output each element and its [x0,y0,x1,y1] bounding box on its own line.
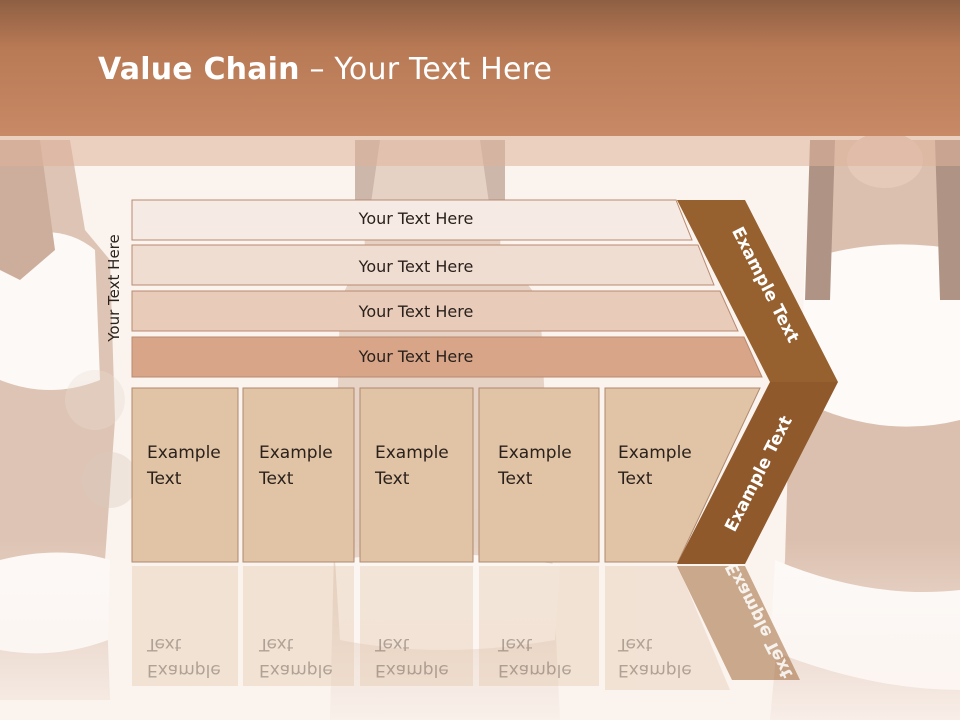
header-bar [0,0,960,136]
header-band [0,136,960,166]
text-reflection: Example Text Example Text Example Text E… [0,565,960,705]
refl-box-label-4: Example Text [498,634,572,680]
box-label-3: Example Text [375,443,449,489]
row-label-2: Your Text Here [358,257,474,276]
title-bold: Value Chain [98,52,300,87]
activity-box-1[interactable] [131,387,239,563]
activity-box-2[interactable] [242,387,355,563]
refl-chevron-label: Example Text [721,565,798,682]
box-label-2: Example Text [259,443,333,489]
row-bar-4[interactable] [131,336,763,378]
activity-box-5[interactable] [604,387,761,563]
refl-box-label-5: Example Text [618,634,692,680]
box-label-5: Example Text [618,443,692,489]
chevron-upper[interactable] [677,200,838,382]
diagram-reflection [132,566,730,690]
row-bar-3[interactable] [131,290,739,332]
row-bar-1[interactable] [131,199,693,241]
box-label-4: Example Text [498,443,572,489]
title-rest: – Your Text Here [299,52,553,87]
row-label-3: Your Text Here [358,302,474,321]
refl-box-label-2: Example Text [259,634,333,680]
refl-box-label-1: Example Text [147,634,221,680]
activity-box-3[interactable] [359,387,474,563]
chevron-reflection [677,566,800,680]
row-label-4: Your Text Here [358,347,474,366]
side-label: Your Text Here [105,234,123,342]
box-label-1: Example Text [147,443,221,489]
refl-box-label-3: Example Text [375,634,449,680]
row-bar-2[interactable] [131,244,715,286]
chevron-lower[interactable] [677,382,838,564]
row-label-1: Your Text Here [358,209,474,228]
slide-title: Value Chain – Your Text Here [98,52,552,96]
activity-box-4[interactable] [478,387,600,563]
